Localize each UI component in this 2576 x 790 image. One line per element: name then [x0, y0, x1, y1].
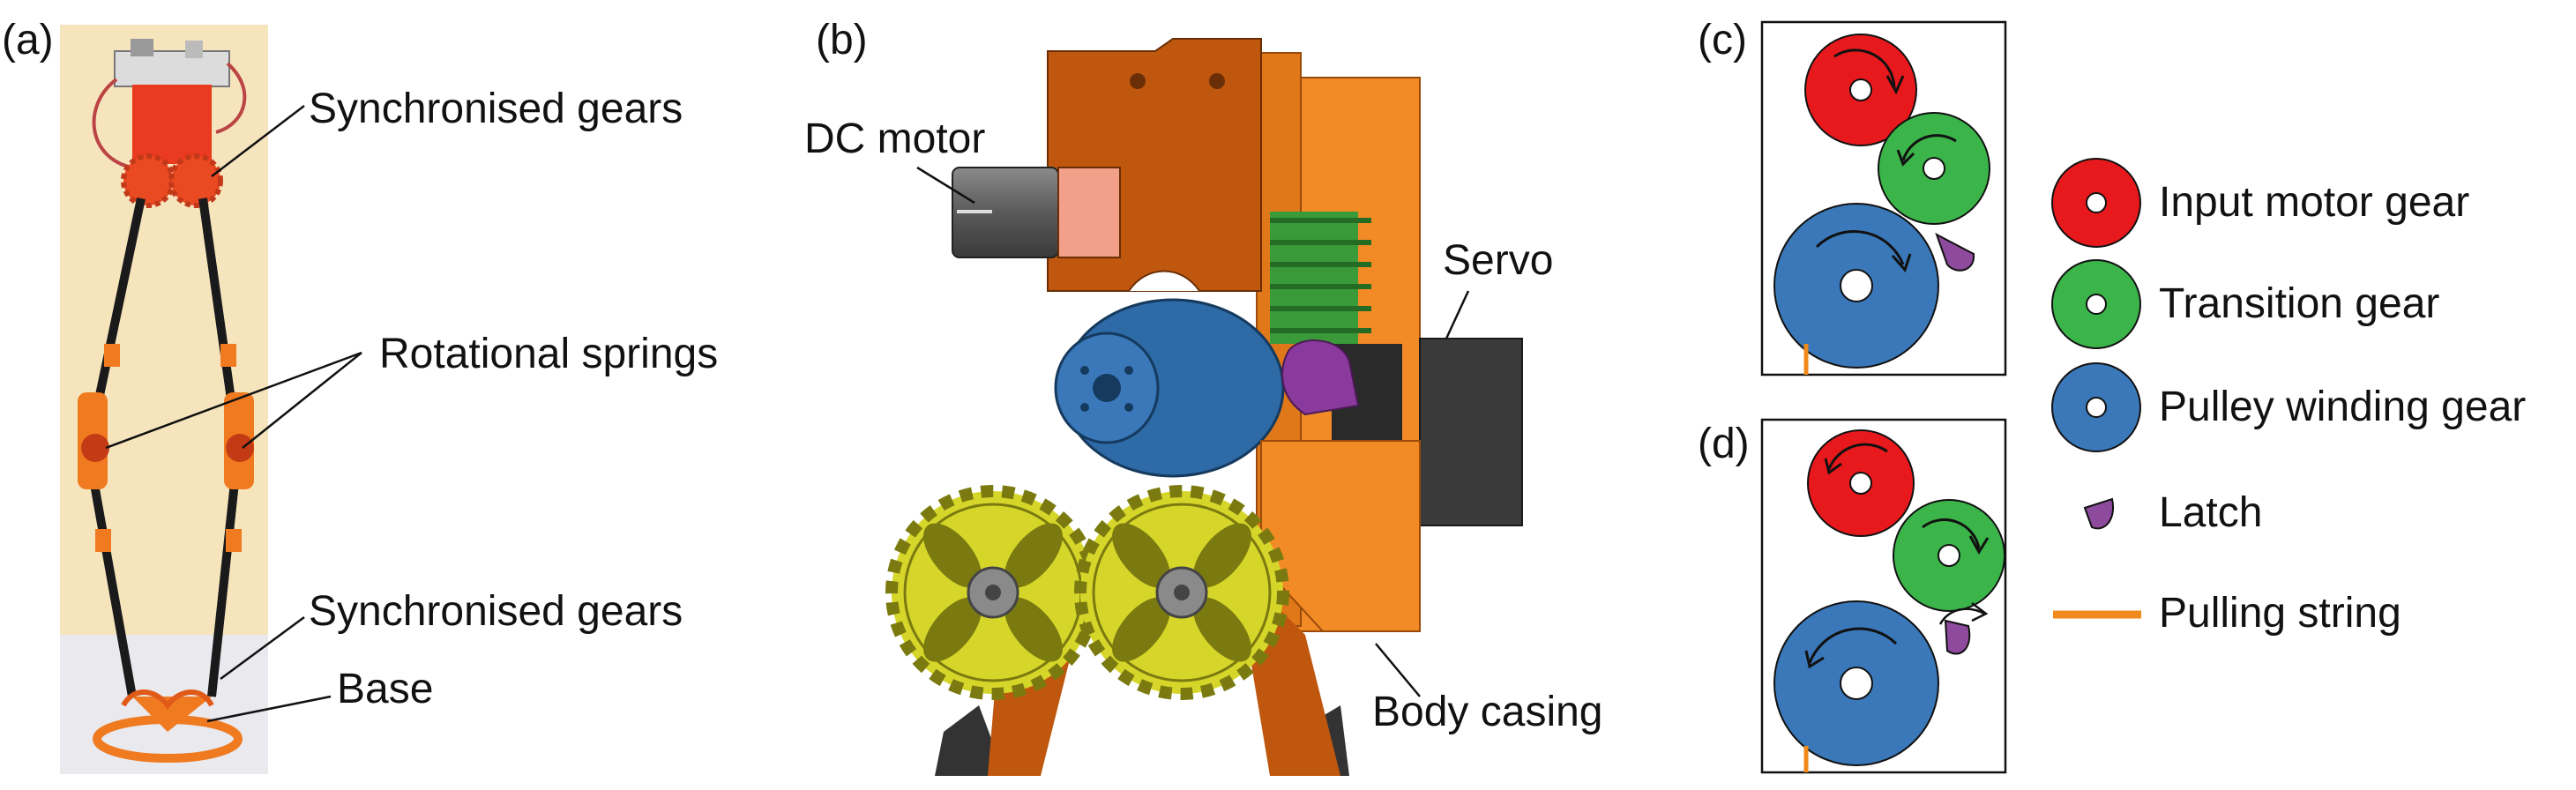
- label-body-casing: Body casing: [1372, 689, 1603, 735]
- panel-d-latch: [1944, 619, 1971, 655]
- panel-label-b: (b): [816, 17, 868, 63]
- panel-c-diagram: [1760, 20, 2007, 376]
- legend-label-latch: Latch: [2159, 489, 2263, 536]
- label-dc-motor: DC motor: [804, 116, 986, 162]
- panel-c-latch: [1935, 232, 1975, 272]
- panel-a-photo: [60, 25, 268, 774]
- legend-label-transition-gear: Transition gear: [2159, 280, 2440, 327]
- label-synchronised-gears-bottom: Synchronised gears: [309, 588, 683, 635]
- panel-label-a: (a): [2, 17, 54, 63]
- legend-label-input-motor-gear: Input motor gear: [2159, 179, 2470, 226]
- legend-icons: [2051, 158, 2141, 619]
- label-rotational-springs: Rotational springs: [379, 331, 719, 377]
- panel-d-diagram: [1760, 418, 2007, 774]
- panel-label-d: (d): [1698, 421, 1750, 467]
- panel-b-leader-lines: [916, 166, 1470, 697]
- panel-label-c: (c): [1698, 17, 1747, 63]
- panel-a-leader-lines: [105, 105, 362, 723]
- latch-icon: [2083, 497, 2115, 530]
- legend-label-pulley-winding-gear: Pulley winding gear: [2159, 384, 2527, 430]
- panel-b-cad: [885, 38, 1523, 776]
- label-synchronised-gears-top: Synchronised gears: [309, 86, 683, 132]
- legend-label-pulling-string: Pulling string: [2159, 590, 2401, 637]
- label-servo: Servo: [1443, 237, 1554, 284]
- label-base: Base: [337, 666, 434, 712]
